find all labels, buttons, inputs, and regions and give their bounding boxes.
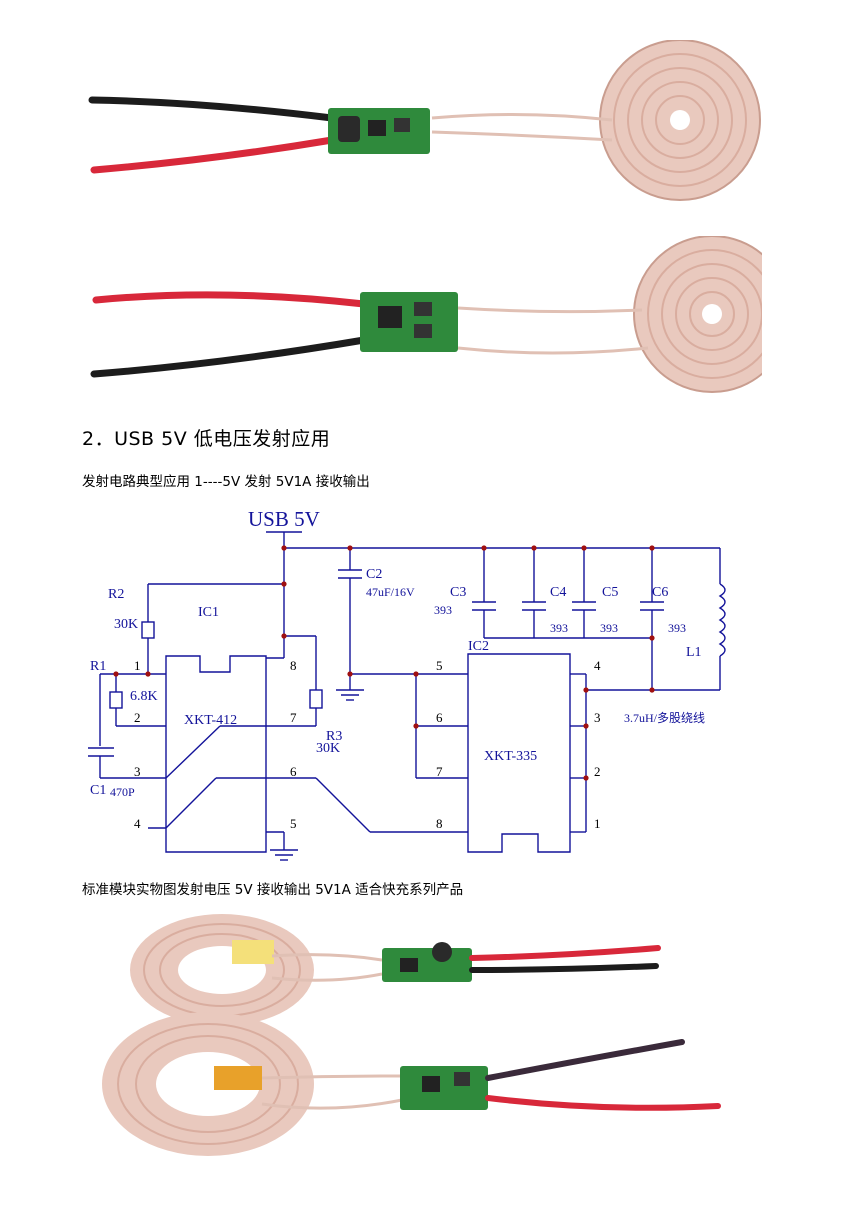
- ic1-pin-4: 4: [134, 816, 141, 831]
- photo-caption: 标准模块实物图发射电压 5V 接收输出 5V1A 适合快充系列产品: [82, 882, 464, 898]
- pcb-module: [328, 108, 430, 154]
- receiver-module-photo: [82, 900, 762, 1166]
- c1-value: 470P: [110, 785, 135, 799]
- ic1-pin-8: 8: [290, 658, 297, 673]
- c6-value: 393: [668, 621, 686, 635]
- ic2-pin-2: 2: [594, 764, 601, 779]
- ic2-pin-3: 3: [594, 710, 601, 725]
- ic1-pin-6: 6: [290, 764, 297, 779]
- ic2-pin-1: 1: [594, 816, 601, 831]
- pcb-module: [360, 292, 458, 352]
- c4-value: 393: [550, 621, 568, 635]
- coil-image: [102, 1012, 314, 1156]
- c3-label: C3: [450, 585, 466, 600]
- c5-value: 393: [600, 621, 618, 635]
- ic1-pin-1: 1: [134, 658, 141, 673]
- ic1-pin-7: 7: [290, 710, 297, 725]
- section-heading: 2．USB 5V 低电压发射应用: [82, 428, 331, 450]
- l1-value: 3.7uH/多股绕线: [624, 711, 705, 725]
- ic2-pin-6: 6: [436, 710, 443, 725]
- l1-label: L1: [686, 645, 702, 660]
- coil-image: [633, 236, 762, 393]
- pcb-module: [400, 1066, 488, 1110]
- c2-label: C2: [366, 567, 382, 582]
- c5-label: C5: [602, 585, 618, 600]
- supply-label: USB 5V: [248, 507, 320, 531]
- ic2-label: IC2: [468, 639, 489, 654]
- module-photo-second: [82, 236, 762, 396]
- circuit-schematic: USB 5V IC1 XKT-412 IC2 XKT-335 R2 30K R1…: [88, 507, 726, 861]
- ic1-pin-5: 5: [290, 816, 297, 831]
- r1-label: R1: [90, 659, 106, 674]
- c4-label: C4: [550, 585, 566, 600]
- pcb-module: [382, 942, 472, 982]
- ic2-pin-4: 4: [594, 658, 601, 673]
- ic1-chip-name: XKT-412: [184, 713, 237, 728]
- r2-value: 30K: [114, 617, 138, 632]
- module-photo-top: [82, 40, 762, 220]
- coil-image: [130, 914, 314, 1026]
- c3-value: 393: [434, 603, 452, 617]
- ic1-label: IC1: [198, 605, 219, 620]
- c2-value: 47uF/16V: [366, 585, 415, 599]
- section-subheading: 发射电路典型应用 1----5V 发射 5V1A 接收输出: [82, 474, 370, 490]
- c6-label: C6: [652, 585, 668, 600]
- r2-label: R2: [108, 587, 124, 602]
- ic2-pin-8: 8: [436, 816, 443, 831]
- c1-label: C1: [90, 783, 106, 798]
- r1-value: 6.8K: [130, 689, 158, 704]
- ic2-pin-5: 5: [436, 658, 443, 673]
- r3-label: R3: [326, 729, 342, 744]
- ic1-pin-2: 2: [134, 710, 141, 725]
- ic1-pin-3: 3: [134, 764, 141, 779]
- r3-value: 30K: [316, 741, 340, 756]
- ic2-chip-name: XKT-335: [484, 749, 537, 764]
- ic2-pin-7: 7: [436, 764, 443, 779]
- coil-image: [599, 40, 761, 201]
